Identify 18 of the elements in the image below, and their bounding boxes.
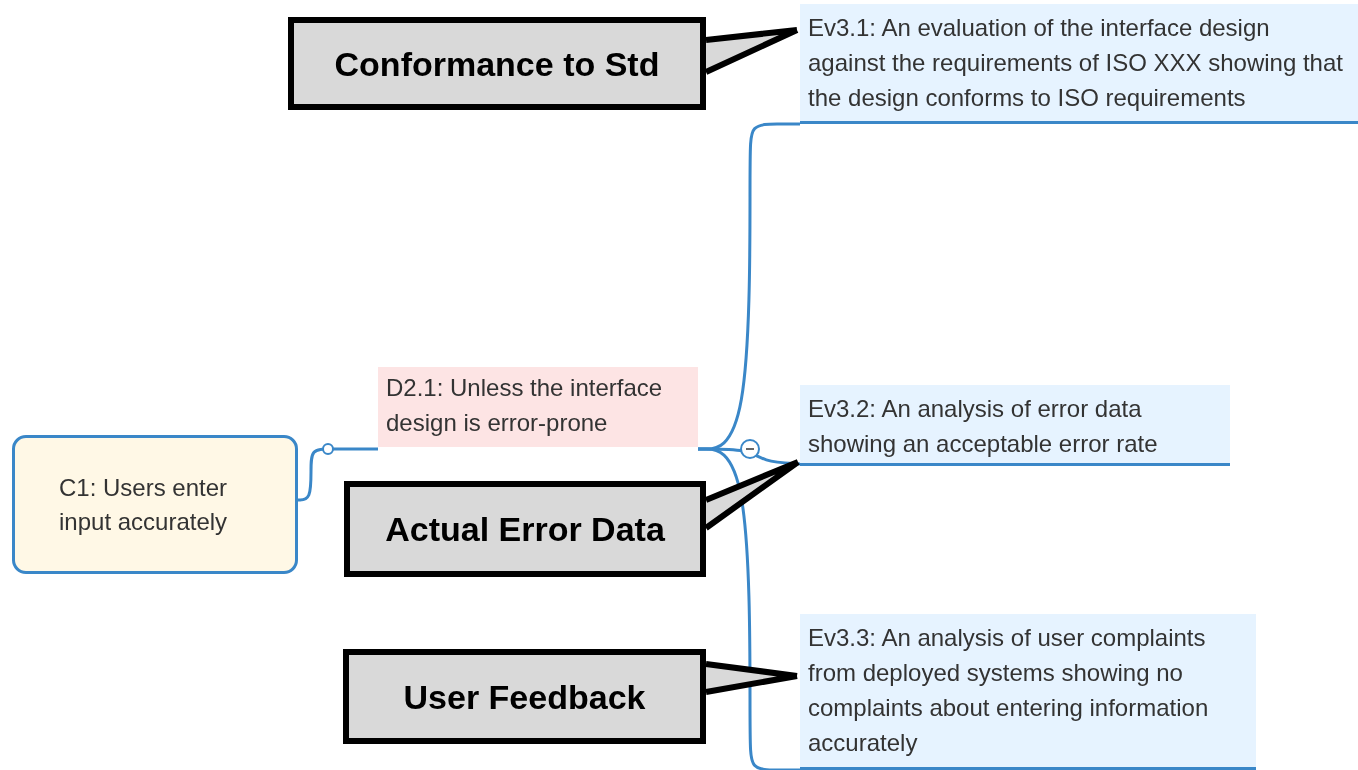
claim-box: [12, 435, 298, 574]
node-text: Conformance to Std: [334, 43, 660, 84]
evidence-note: [800, 4, 1358, 124]
callout-box: [344, 481, 706, 577]
node-text: Ev3.2: An analysis of error data showing an acceptable error rate: [808, 394, 1159, 459]
callout-box: [343, 649, 706, 744]
node-text: Ev3.3: An analysis of user complaints from deployed systems showing no complaints about entering information accurately: [808, 623, 1210, 758]
connector-line: [298, 447, 378, 502]
node-text: User Feedback: [403, 676, 646, 717]
node-text: C1: Users enter input accurately: [59, 472, 229, 537]
connector-line: [698, 447, 800, 770]
node-text: Ev3.1: An evaluation of the interface design against the requirements of ISO XXX showing that the design conforms to ISO requirements: [808, 13, 1344, 113]
evidence-note: [800, 385, 1230, 466]
callout-box: [288, 17, 706, 110]
evidence-note: [800, 614, 1256, 770]
node-text: Actual Error Data: [385, 509, 665, 549]
defeater-note: [378, 367, 698, 447]
node-text: D2.1: Unless the interface design is error-prone: [386, 373, 664, 438]
